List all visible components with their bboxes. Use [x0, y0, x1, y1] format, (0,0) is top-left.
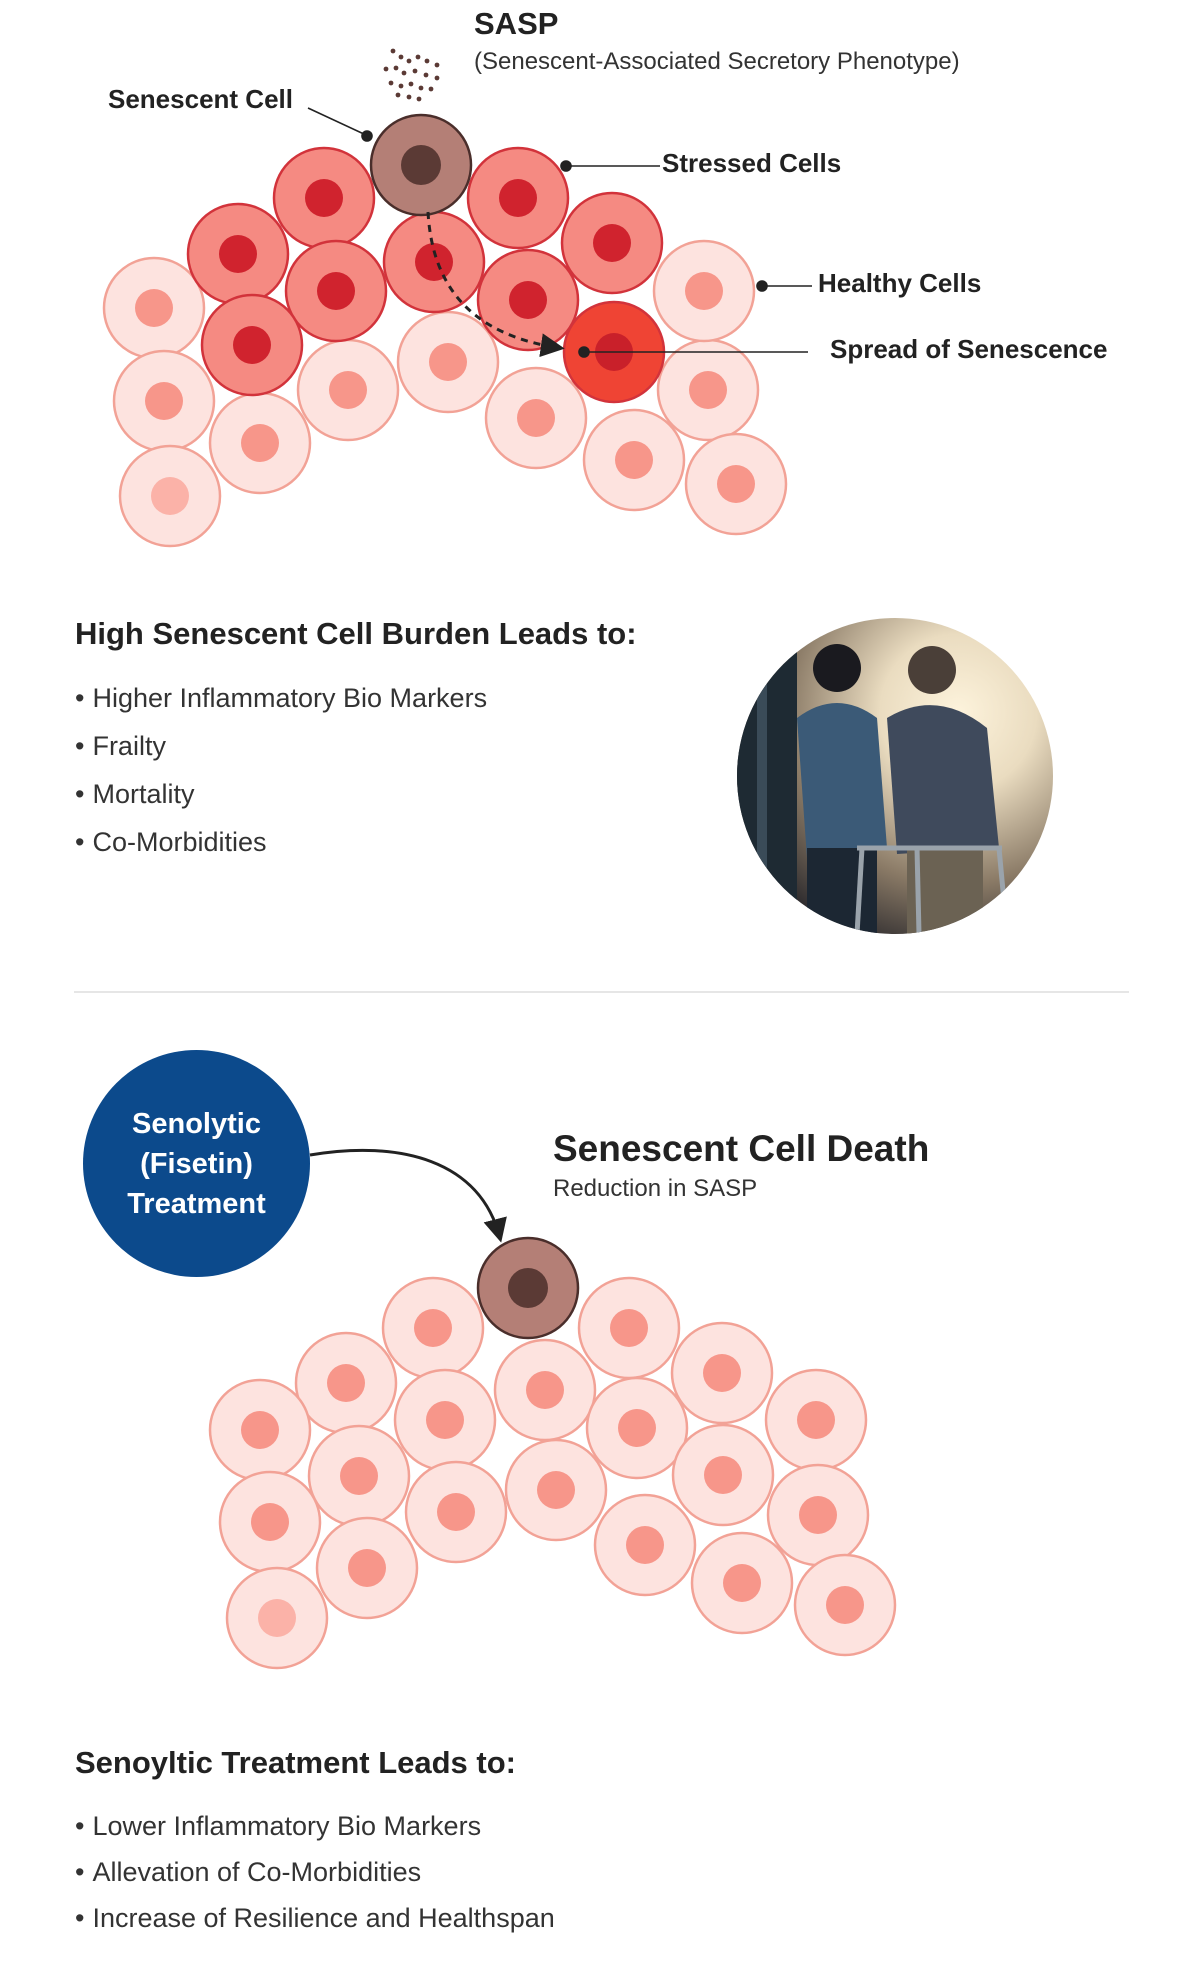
- list-item: Higher Inflammatory Bio Markers: [75, 674, 487, 722]
- healthy-cell: [315, 1516, 419, 1620]
- healthy-cells-label: Healthy Cells: [818, 268, 982, 298]
- senolytic-treatment-label: Senolytic (Fisetin) Treatment: [127, 1107, 266, 1220]
- healthy-cell: [656, 338, 760, 442]
- list-item: Co-Morbidities: [75, 818, 487, 866]
- section-divider: [74, 991, 1129, 993]
- healthy-cell: [585, 1376, 689, 1480]
- healthy-cell: [577, 1276, 681, 1380]
- stressed-cell: [272, 146, 376, 250]
- burden-heading: High Senescent Cell Burden Leads to:: [75, 616, 637, 651]
- healthy-cell: [294, 1331, 398, 1435]
- healthy-cell: [670, 1321, 774, 1425]
- healthy-cell: [307, 1424, 411, 1528]
- outcome-list: Lower Inflammatory Bio Markers Allevatio…: [75, 1803, 555, 1941]
- healthy-cell: [396, 310, 500, 414]
- healthy-cell: [102, 256, 206, 360]
- healthy-cell: [684, 432, 788, 536]
- senescent-cell: [369, 113, 473, 217]
- stressed-cells-label: Stressed Cells: [662, 148, 842, 178]
- healthy-cell: [218, 1470, 322, 1574]
- caregiver-photo-illustration: [737, 618, 1010, 934]
- healthy-cell: [296, 338, 400, 442]
- spread-of-senescence-label: Spread of Senescence: [830, 334, 1108, 364]
- healthy-cell: [764, 1368, 868, 1472]
- treatment-arrow: [309, 1148, 507, 1243]
- spread-arrow: [426, 211, 565, 358]
- sasp-subtitle: (Senescent-Associated Secretory Phenotyp…: [474, 48, 960, 75]
- healthy-cell: [504, 1438, 608, 1542]
- stressed-cell: [200, 293, 304, 397]
- healthy-cell: [793, 1553, 897, 1657]
- stressed-cell: [466, 146, 570, 250]
- outcome-heading: Senoyltic Treatment Leads to:: [75, 1745, 516, 1780]
- healthy-cell: [493, 1338, 597, 1442]
- healthy-cell: [208, 391, 312, 495]
- healthy-cell: [484, 366, 588, 470]
- dying-senescent-cell: [476, 1236, 580, 1340]
- healthy-cell: [208, 1378, 312, 1482]
- healthy-cell: [766, 1463, 870, 1567]
- stressed-cells: [186, 146, 664, 397]
- healthy-cell: [404, 1460, 508, 1564]
- list-item: Allevation of Co-Morbidities: [75, 1849, 555, 1895]
- healthy-cell: [381, 1276, 485, 1380]
- stressed-cell: [560, 191, 664, 295]
- list-item: Frailty: [75, 722, 487, 770]
- healthy-cells-after-treatment: [208, 1276, 897, 1670]
- list-item: Mortality: [75, 770, 487, 818]
- caregiver-photo: [737, 618, 1053, 934]
- leader-lines: [307, 107, 812, 358]
- sasp-title: SASP: [474, 6, 559, 41]
- stressed-cell: [284, 239, 388, 343]
- healthy-cells: [102, 239, 788, 548]
- healthy-cell: [690, 1531, 794, 1635]
- list-item: Lower Inflammatory Bio Markers: [75, 1803, 555, 1849]
- senolytic-treatment-badge: Senolytic (Fisetin) Treatment: [83, 1050, 310, 1277]
- healthy-cell: [225, 1566, 329, 1670]
- healthy-cell: [393, 1368, 497, 1472]
- stressed-cell: [186, 202, 290, 306]
- healthy-cell: [118, 444, 222, 548]
- healthy-cell: [582, 408, 686, 512]
- healthy-cell: [652, 239, 756, 343]
- list-item: Increase of Resilience and Healthspan: [75, 1895, 554, 1941]
- senescent-cell-label: Senescent Cell: [108, 84, 293, 114]
- senescent-cell-death-title: Senescent Cell Death: [553, 1128, 930, 1169]
- senescent-cell-death-subtitle: Reduction in SASP: [553, 1175, 758, 1202]
- healthy-cell: [593, 1493, 697, 1597]
- sasp-particles: [383, 48, 440, 102]
- burden-list: Higher Inflammatory Bio Markers Frailty …: [75, 674, 487, 866]
- healthy-cell: [112, 349, 216, 453]
- stressed-cell: [476, 248, 580, 352]
- senescence-spread-diagram: [102, 48, 812, 548]
- healthy-cell: [671, 1423, 775, 1527]
- stressed-cell: [382, 210, 486, 314]
